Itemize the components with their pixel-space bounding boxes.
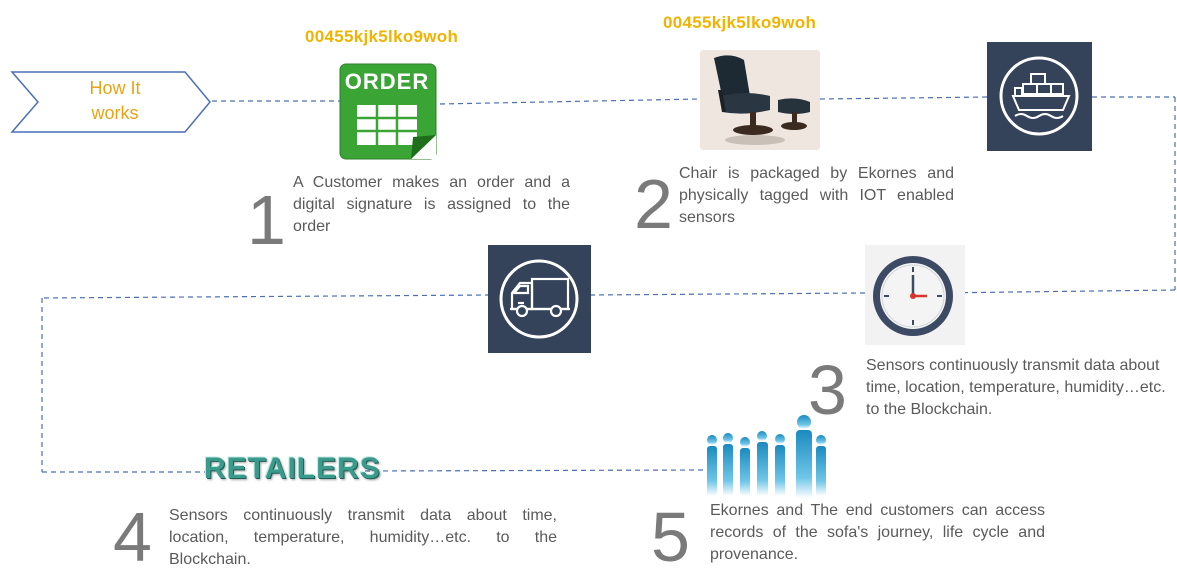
step-4-number: 4 (113, 498, 152, 576)
step-2-text: Chair is packaged by Ekornes and physica… (679, 165, 954, 226)
truck-icon (488, 245, 591, 353)
step-2-number: 2 (634, 165, 673, 243)
step-1-number: 1 (247, 181, 286, 259)
order-icon-label: ORDER (344, 69, 430, 94)
chair-icon (700, 50, 820, 150)
step-5-text: Ekornes and The end customers can access… (710, 502, 1045, 563)
order-code-2: 00455kjk5lko9woh (663, 13, 817, 32)
step-1-text: A Customer makes an order and a digital … (293, 174, 570, 235)
how-it-works-chevron (10, 71, 211, 133)
retailers-label: RETAILERS (204, 452, 381, 485)
order-code-1: 00455kjk5lko9woh (305, 27, 459, 46)
step-3-text: Sensors continuously transmit data about… (866, 357, 1166, 418)
step-5-number: 5 (651, 498, 690, 576)
how-it-works-line2: works (91, 103, 139, 123)
how-it-works-label: How It works (60, 76, 170, 126)
step-3-number: 3 (808, 351, 847, 429)
retailers-logo: RETAILERS (204, 452, 381, 492)
order-icon: ORDER (339, 63, 439, 161)
clock-icon (865, 245, 965, 345)
how-it-works-line1: How It (89, 78, 141, 98)
people-icon (700, 412, 830, 502)
step-4-text: Sensors continuously transmit data about… (169, 507, 557, 568)
ship-icon (987, 42, 1092, 151)
